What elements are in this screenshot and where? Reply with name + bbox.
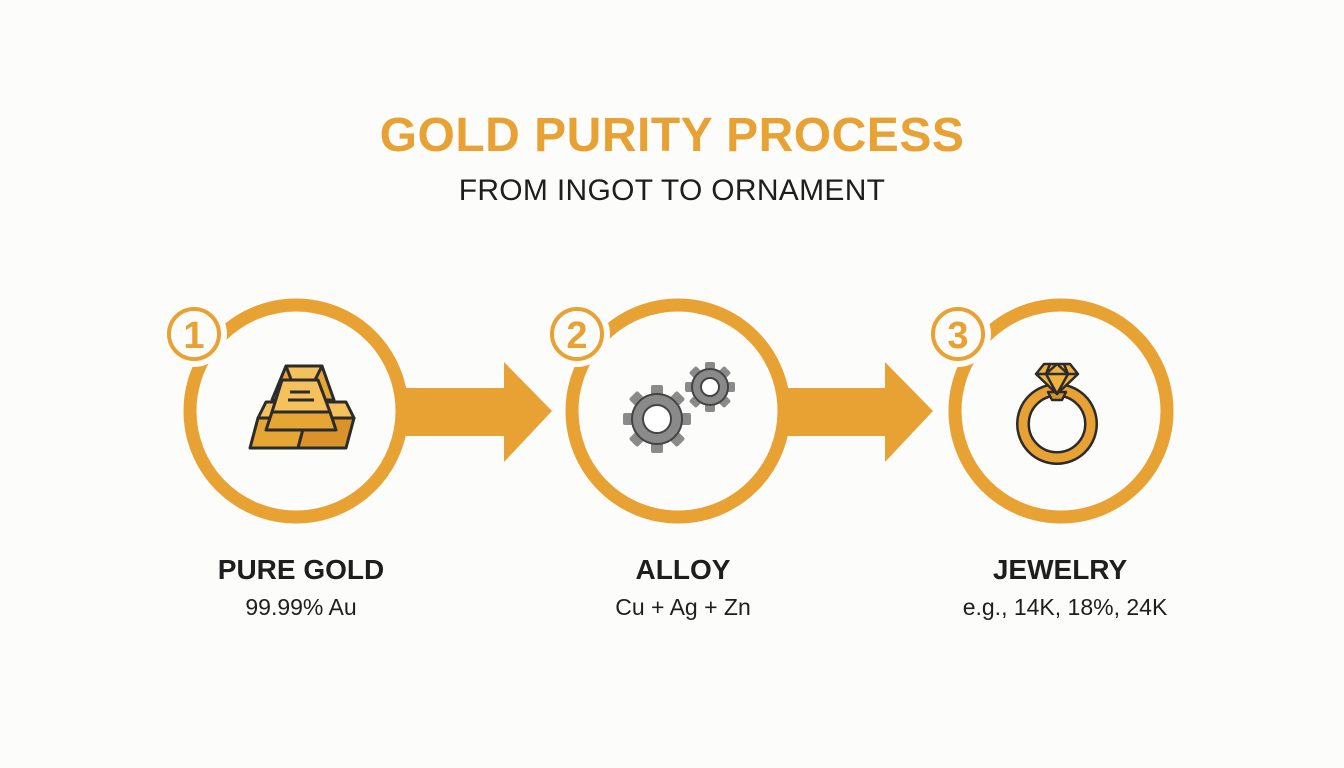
step-3-description: e.g., 14K, 18%, 24K [962, 594, 1168, 620]
step-1-circle: 1 [161, 298, 409, 524]
gold-bars-icon [248, 364, 356, 450]
arrow-step2-to-step3 [786, 362, 933, 462]
page-subtitle: FROM INGOT TO ORNAMENT [458, 174, 886, 207]
step-1-description: 99.99% Au [245, 594, 357, 620]
page-title: GOLD PURITY PROCESS [379, 109, 965, 162]
step-3-title: JEWELRY [992, 554, 1128, 585]
step-2-title: ALLOY [635, 554, 731, 585]
step-2-circle: 2 [544, 298, 791, 524]
step-3-circle: 3 [925, 298, 1174, 524]
step-1-number: 1 [183, 315, 204, 357]
gears-icon [623, 362, 735, 453]
step-2-number: 2 [566, 315, 587, 357]
arrow-step1-to-step2 [406, 362, 552, 462]
step-1-title: PURE GOLD [217, 554, 385, 585]
step-2-description: Cu + Ag + Zn [615, 594, 751, 620]
diamond-ring-icon [1016, 362, 1098, 465]
step-3-number: 3 [947, 315, 968, 357]
